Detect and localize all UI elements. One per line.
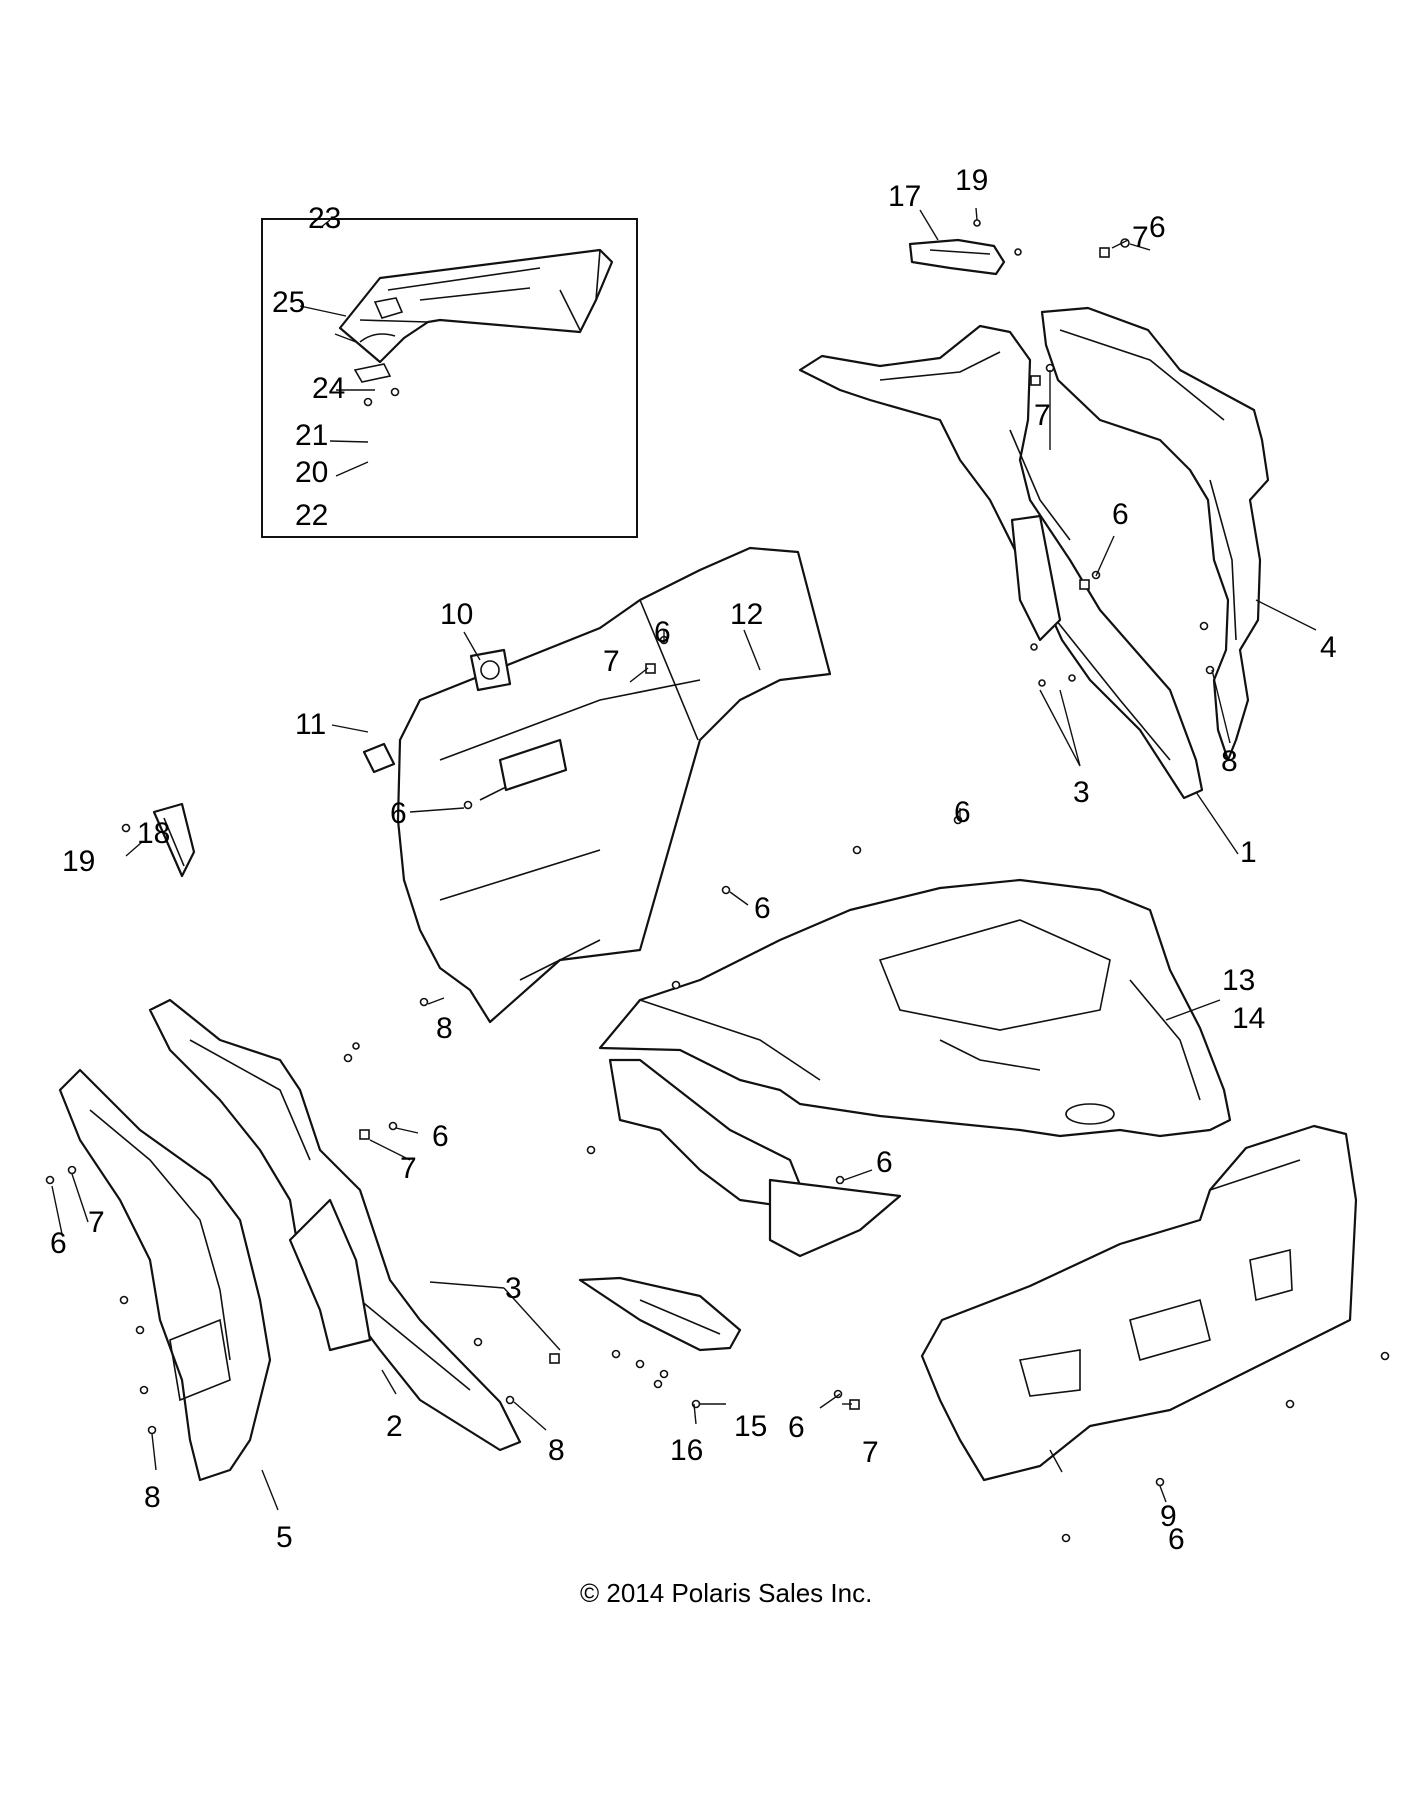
callout-21: 21 <box>295 419 328 452</box>
part-1-right-side-panel <box>798 324 1204 800</box>
leader-lines <box>51 207 1317 1511</box>
callout-22: 22 <box>295 499 328 532</box>
callout-6-top: 6 <box>1149 211 1166 244</box>
callout-25: 25 <box>272 286 305 319</box>
callout-7-left-rail: 7 <box>400 1152 417 1185</box>
fastener-17-side <box>1014 248 1022 256</box>
part-21-clip <box>359 333 396 343</box>
callout-7-dash: 7 <box>603 645 620 678</box>
part-17-bracket <box>908 238 1006 276</box>
part-22-screws <box>363 387 400 407</box>
callout-4: 4 <box>1320 631 1337 664</box>
fastener-19-top <box>973 219 981 227</box>
copyright-notice: © 2014 Polaris Sales Inc. <box>580 1578 872 1608</box>
callout-13: 13 <box>1222 964 1255 997</box>
part-18-trim-plate <box>152 802 196 878</box>
callout-6-box-top: 6 <box>954 796 971 829</box>
callout-9: 9 <box>1160 1500 1177 1533</box>
callout-17: 17 <box>888 180 921 213</box>
inset-box-kit <box>261 218 638 538</box>
part-25-storage-tray <box>338 248 614 364</box>
part-13-14-cargo-box <box>598 878 1232 1258</box>
part-4-right-rail <box>1040 306 1270 762</box>
callout-6-bottom: 6 <box>788 1411 805 1444</box>
part-24-latch <box>373 297 404 319</box>
callout-19-top: 19 <box>955 164 988 197</box>
callout-24: 24 <box>312 372 345 405</box>
callout-1: 1 <box>1240 836 1257 869</box>
callout-6-left-rail: 6 <box>432 1120 449 1153</box>
part-10-gauge-bezel <box>469 648 512 692</box>
callout-7-right: 7 <box>1034 399 1051 432</box>
part-15-center-panel <box>578 1276 742 1352</box>
callout-6-left-outer: 6 <box>50 1227 67 1260</box>
callout-11: 11 <box>295 708 326 741</box>
callout-6-dash: 6 <box>654 616 671 649</box>
callout-3-right: 3 <box>1073 776 1090 809</box>
callout-6-dash-left: 6 <box>390 797 407 830</box>
callout-10: 10 <box>440 598 473 631</box>
part-11-switch-bezel <box>362 742 396 774</box>
part-9-rear-panel <box>920 1124 1358 1482</box>
callout-6-box: 6 <box>754 892 771 925</box>
callout-7-left-outer: 7 <box>88 1206 105 1239</box>
callout-6-right: 6 <box>1112 498 1129 531</box>
callout-8-right: 8 <box>1221 745 1238 778</box>
callout-6-box-low: 6 <box>876 1146 893 1179</box>
callout-19-left: 19 <box>62 845 95 878</box>
callout-2: 2 <box>386 1410 403 1443</box>
callout-8-left-outer: 8 <box>144 1481 161 1514</box>
callout-5: 5 <box>276 1521 293 1554</box>
part-20-plate <box>353 363 392 383</box>
callout-12: 12 <box>730 598 763 631</box>
callout-6-rear: 6 <box>1168 1523 1185 1556</box>
callout-18: 18 <box>137 817 170 850</box>
callout-23: 23 <box>308 202 341 235</box>
callout-16: 16 <box>670 1434 703 1467</box>
callout-8-left-rail: 8 <box>548 1434 565 1467</box>
part-2-left-inner-rail <box>148 998 522 1452</box>
callout-7-bottom: 7 <box>862 1436 879 1469</box>
callout-8-dash: 8 <box>436 1012 453 1045</box>
callout-14: 14 <box>1232 1002 1265 1035</box>
part-5-left-outer-rail <box>58 1068 272 1482</box>
callout-20: 20 <box>295 456 328 489</box>
callout-15: 15 <box>734 1410 767 1443</box>
callout-3-left: 3 <box>505 1272 522 1305</box>
callout-7-top: 7 <box>1132 221 1149 254</box>
